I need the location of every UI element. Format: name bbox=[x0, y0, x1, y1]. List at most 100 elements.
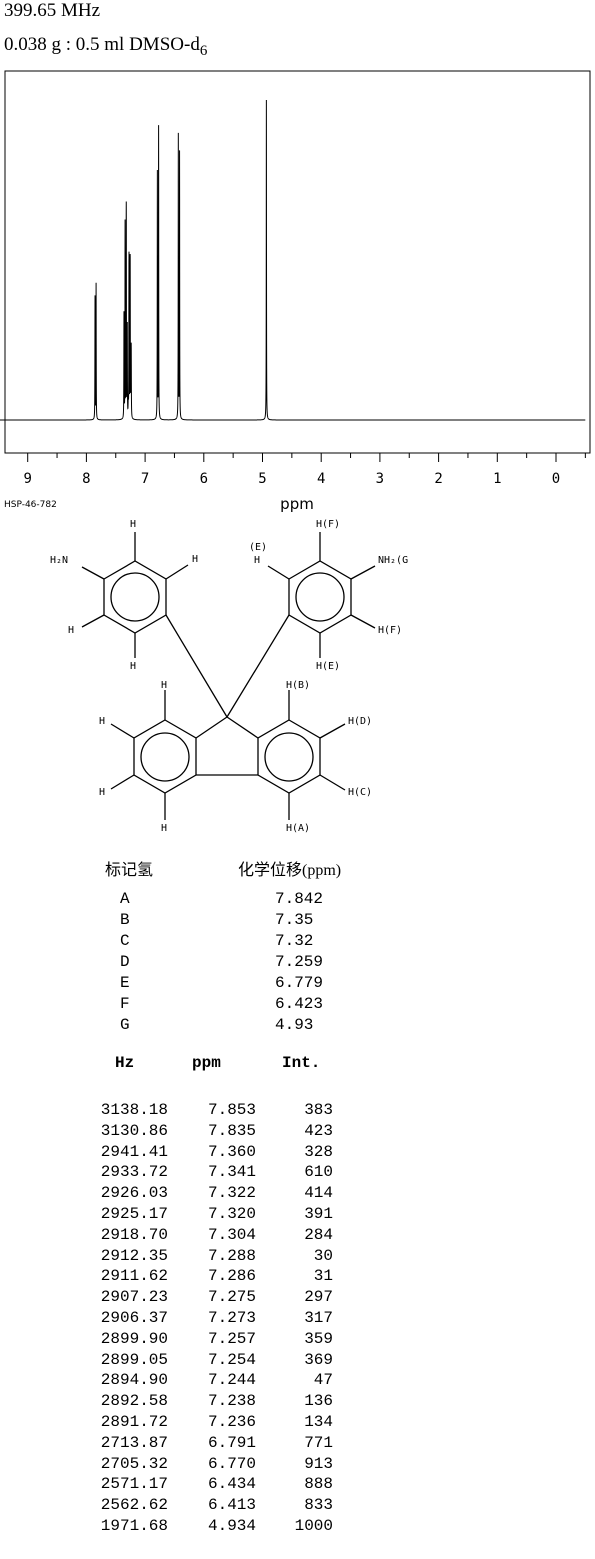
peak-int: 317 bbox=[304, 1309, 333, 1327]
peak-hz: 2899.05 bbox=[100, 1350, 168, 1369]
peak-int: 391 bbox=[304, 1205, 333, 1223]
nh2-right-label: NH₂(G bbox=[378, 555, 408, 566]
peak-ppm: 7.835 bbox=[207, 1121, 256, 1140]
peak-ppm: 7.360 bbox=[207, 1142, 256, 1161]
h-label: H bbox=[99, 787, 105, 798]
h-label: H bbox=[68, 625, 74, 636]
peak-int: 913 bbox=[304, 1454, 333, 1473]
peak-hz: 2899.90 bbox=[100, 1329, 168, 1348]
assignment-label: F bbox=[120, 995, 130, 1013]
peak-hz: 2562.62 bbox=[100, 1496, 168, 1515]
peak-ppm: 7.254 bbox=[207, 1350, 256, 1369]
assignment-shift: 7.32 bbox=[275, 932, 314, 950]
peak-header-ppm: ppm bbox=[192, 1054, 221, 1072]
h-a-label: H(A) bbox=[286, 823, 310, 834]
h-label: H bbox=[99, 716, 105, 727]
spectrum-trace bbox=[0, 99, 586, 421]
molecule-structure: H H₂N H H H H(F) (E) H NH₂(G H(F) H(E) H… bbox=[50, 519, 408, 834]
h-f-right-label: H(F) bbox=[378, 625, 402, 636]
peak-hz: 2705.32 bbox=[100, 1454, 168, 1473]
peak-hz: 2571.17 bbox=[100, 1475, 168, 1494]
peak-hz: 2713.87 bbox=[100, 1433, 168, 1452]
peak-int: 369 bbox=[304, 1350, 333, 1369]
assignment-shift: 7.35 bbox=[275, 911, 314, 929]
peak-int: 888 bbox=[304, 1475, 333, 1494]
peak-ppm: 7.288 bbox=[207, 1246, 256, 1265]
tick-label: 1 bbox=[493, 471, 501, 487]
h-label: H bbox=[130, 661, 136, 672]
h-label: H bbox=[161, 680, 167, 691]
tick-label: 4 bbox=[317, 471, 325, 487]
peak-int: 1000 bbox=[294, 1517, 333, 1535]
h-f-top-label: H(F) bbox=[316, 519, 340, 530]
tick-label: 0 bbox=[552, 471, 560, 487]
tick-label: 8 bbox=[82, 471, 90, 487]
peak-hz: 2925.17 bbox=[100, 1205, 168, 1223]
peak-hz: 2926.03 bbox=[100, 1184, 168, 1203]
peak-ppm: 7.341 bbox=[207, 1163, 256, 1182]
peak-hz: 2906.37 bbox=[100, 1309, 168, 1327]
peak-int: 359 bbox=[304, 1329, 333, 1348]
peak-ppm: 7.273 bbox=[207, 1309, 256, 1327]
bonds bbox=[81, 532, 376, 820]
spectrometer-frequency: 399.65 MHz bbox=[4, 0, 101, 21]
sample-text: 0.038 g : 0.5 ml DMSO-d bbox=[4, 34, 200, 55]
compound-code: HSP-46-782 bbox=[4, 500, 57, 510]
assignment-label: B bbox=[120, 911, 130, 929]
assignment-label: E bbox=[120, 974, 130, 992]
peak-ppm: 7.257 bbox=[207, 1329, 256, 1348]
peak-hz: 2941.41 bbox=[100, 1142, 168, 1161]
peak-int: 136 bbox=[304, 1392, 333, 1411]
assignment-shift: 7.259 bbox=[275, 953, 324, 971]
peak-hz: 2911.62 bbox=[100, 1267, 168, 1286]
peak-hz: 3138.18 bbox=[100, 1101, 168, 1119]
sample-info: 0.038 g : 0.5 ml DMSO-d6 bbox=[4, 34, 207, 60]
peak-int: 30 bbox=[313, 1246, 333, 1265]
peak-ppm: 7.236 bbox=[207, 1413, 256, 1431]
tick-label: 3 bbox=[376, 471, 384, 487]
assignment-shift: 7.842 bbox=[275, 890, 324, 908]
peak-hz: 1971.68 bbox=[100, 1517, 168, 1535]
peak-ppm: 6.791 bbox=[207, 1433, 256, 1452]
peak-ppm: 6.434 bbox=[207, 1475, 256, 1494]
peak-ppm: 7.275 bbox=[207, 1288, 256, 1307]
tick-label: 5 bbox=[258, 471, 266, 487]
h-e-top-label: (E) bbox=[249, 542, 267, 553]
peak-int: 414 bbox=[304, 1184, 333, 1203]
peak-ppm: 7.238 bbox=[207, 1392, 256, 1411]
assignment-col1-header: 标记氢 bbox=[105, 862, 154, 879]
assignment-label: D bbox=[120, 953, 130, 971]
assignment-label: C bbox=[120, 932, 130, 950]
assignment-col2-header: 化学位移(ppm) bbox=[238, 862, 342, 879]
h-label: H bbox=[130, 519, 136, 530]
h-c-label: H(C) bbox=[348, 787, 372, 798]
tick-label: 2 bbox=[434, 471, 442, 487]
peak-int: 771 bbox=[304, 1433, 333, 1452]
plot-frame bbox=[4, 70, 591, 454]
peak-int: 610 bbox=[304, 1163, 333, 1182]
tick-label: 9 bbox=[23, 471, 31, 487]
nh2-left-label: H₂N bbox=[50, 555, 68, 566]
peak-hz: 2894.90 bbox=[100, 1371, 168, 1390]
tick-label: 7 bbox=[141, 471, 149, 487]
h-b-label: H(B) bbox=[286, 680, 310, 691]
peak-hz: 2892.58 bbox=[100, 1392, 168, 1411]
peak-int: 328 bbox=[304, 1142, 333, 1161]
h-label: H bbox=[161, 823, 167, 834]
h-d-label: H(D) bbox=[348, 716, 372, 727]
peak-hz: 2933.72 bbox=[100, 1163, 168, 1182]
peak-ppm: 6.413 bbox=[207, 1496, 256, 1515]
peak-int: 134 bbox=[304, 1413, 333, 1431]
peak-hz: 2907.23 bbox=[100, 1288, 168, 1307]
peak-ppm: 7.304 bbox=[207, 1225, 256, 1244]
peak-int: 297 bbox=[304, 1288, 333, 1307]
assignment-shift: 6.779 bbox=[275, 974, 324, 992]
peak-header-hz: Hz bbox=[115, 1054, 135, 1072]
peak-ppm: 7.286 bbox=[207, 1267, 256, 1286]
peak-int: 31 bbox=[313, 1267, 333, 1286]
peak-ppm: 7.853 bbox=[207, 1101, 256, 1119]
h-label: H bbox=[192, 554, 198, 565]
peak-hz: 2918.70 bbox=[100, 1225, 168, 1244]
